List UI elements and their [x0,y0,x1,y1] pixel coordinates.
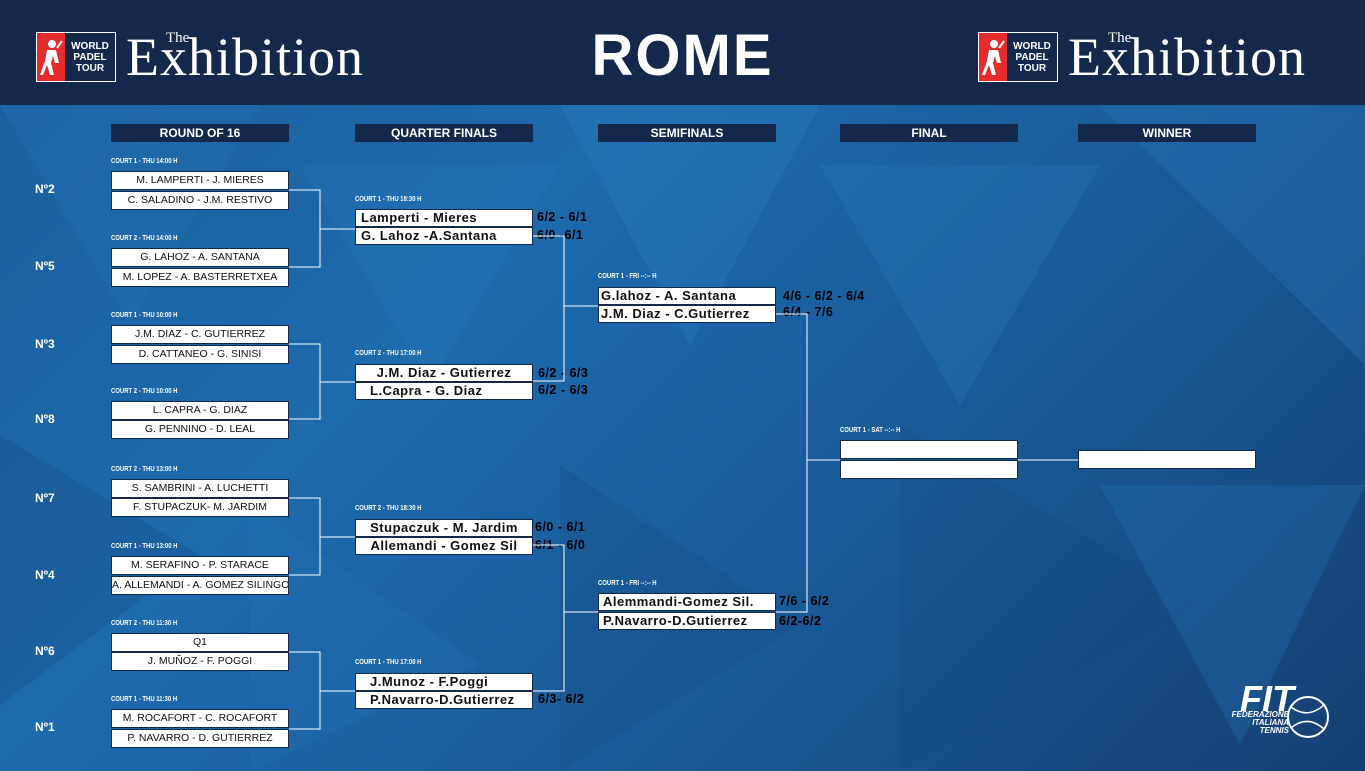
sf-score: 4/6 - 6/2 - 6/4 [783,289,865,303]
seed-label: Nº3 [35,337,55,351]
world-padel-tour-badge: WORLD PADEL TOUR [36,32,116,82]
r16-team-slot: S. SAMBRINI - A. LUCHETTI [111,479,289,498]
qf-score: 6/0 - 6/1 [535,520,586,534]
match-court-label: COURT 1 - THU 11:30 H [111,696,178,703]
city-title: ROME [591,23,774,88]
seed-label: Nº7 [35,491,55,505]
sf-score: 7/6 - 6/2 [779,594,830,608]
sf-team-slot: P.Navarro-D.Gutierrez [598,612,776,630]
match-court-label: COURT 1 - FRI --:-- H [598,580,657,587]
final-team-slot [840,460,1018,479]
exhibition-wordmark: The Exhibition [1068,28,1306,86]
sf-score: 6/2-6/2 [779,614,822,628]
match-court-label: COURT 2 - THU 18:30 H [355,505,422,512]
qf-score: 6/3- 6/2 [538,692,585,706]
qf-score: 6/1 - 6/0 [535,538,586,552]
player-silhouette-icon [37,33,65,81]
badge-line: TOUR [1017,62,1047,74]
match-court-label: COURT 1 - FRI --:-- H [598,273,657,280]
r16-team-slot: A. ALLEMANDI - A. GOMEZ SILINGO [111,576,289,595]
exhibition-wordmark: The Exhibition [126,28,364,86]
sf-team-slot: Alemmandi-Gomez Sil. [598,593,776,611]
tennis-ball-icon [1287,696,1329,738]
wordmark-the: The [166,30,190,46]
match-court-label: COURT 2 - THU 13:00 H [111,466,178,473]
column-header-quarter-finals: QUARTER FINALS [355,124,533,142]
match-court-label: COURT 1 - THU 18:30 H [355,196,422,203]
seed-label: Nº6 [35,644,55,658]
player-silhouette-icon [979,33,1007,81]
r16-team-slot: C. SALADINO - J.M. RESTIVO [111,191,289,210]
seed-label: Nº8 [35,412,55,426]
fit-line: FEDERAZIONE [1231,710,1289,719]
column-header-round-of-16: ROUND OF 16 [111,124,289,142]
match-court-label: COURT 2 - THU 11:30 H [111,620,178,627]
match-court-label: COURT 2 - THU 14:00 H [111,235,178,242]
match-court-label: COURT 1 - THU 17:00 H [355,659,422,666]
r16-team-slot: L. CAPRA - G. DIAZ [111,401,289,420]
column-header-final: FINAL [840,124,1018,142]
match-court-label: COURT 1 - SAT --:-- H [840,427,901,434]
seed-label: Nº5 [35,259,55,273]
qf-score: 6/2 - 6/1 [537,210,588,224]
wordmark-exhibition: Exhibition [126,27,364,87]
header-bar: WORLD PADEL TOUR The Exhibition ROME WOR… [0,0,1365,105]
qf-team-slot: L.Capra - G. Diaz [355,382,533,400]
fit-abbr: FIT [1240,678,1294,719]
winner-slot [1078,450,1256,469]
r16-team-slot: F. STUPACZUK- M. JARDIM [111,498,289,517]
column-header-semifinals: SEMIFINALS [598,124,776,142]
r16-team-slot: M. SERAFINO - P. STARACE [111,556,289,575]
qf-score: 6/2 - 6/3 [538,366,589,380]
r16-team-slot: G. LAHOZ - A. SANTANA [111,248,289,267]
badge-line: PADEL [1015,51,1049,63]
logo-right: WORLD PADEL TOUR The Exhibition [978,28,1306,86]
qf-team-slot: Allemandi - Gomez Sil [355,537,533,555]
r16-team-slot: G. PENNINO - D. LEAL [111,420,289,439]
sf-team-slot: J.M. Diaz - C.Gutierrez [598,305,776,323]
qf-team-slot: G. Lahoz -A.Santana [355,227,533,245]
match-court-label: COURT 2 - THU 17:00 H [355,350,422,357]
seed-label: Nº2 [35,182,55,196]
world-padel-tour-badge: WORLD PADEL TOUR [978,32,1058,82]
r16-team-slot: P. NAVARRO - D. GUTIERREZ [111,729,289,748]
fit-logo: FIT FEDERAZIONE ITALIANA TENNIS [1205,678,1345,748]
qf-score: 6/0 -6/1 [537,228,584,242]
qf-team-slot: J.Munoz - F.Poggi [355,673,533,691]
column-header-winner: WINNER [1078,124,1256,142]
qf-team-slot: Lamperti - Mieres [355,209,533,227]
match-court-label: COURT 1 - THU 13:00 H [111,543,178,550]
match-court-label: COURT 1 - THU 10:00 H [111,312,178,319]
fit-line: TENNIS [1259,726,1289,735]
qf-score: 6/2 - 6/3 [538,383,589,397]
badge-line: WORLD [1013,40,1051,52]
sf-score: 6/4 - 7/6 [783,305,834,319]
r16-team-slot: J.M. DIAZ - C. GUTIERREZ [111,325,289,344]
r16-team-slot: D. CATTANEO - G. SINISI [111,345,289,364]
badge-line: TOUR [75,62,105,74]
r16-team-slot: J. MUÑOZ - F. POGGI [111,652,289,671]
seed-label: Nº1 [35,720,55,734]
match-court-label: COURT 1 - THU 14:00 H [111,158,178,165]
r16-team-slot: M. ROCAFORT - C. ROCAFORT [111,709,289,728]
qf-team-slot: Stupaczuk - M. Jardim [355,519,533,537]
final-team-slot [840,440,1018,459]
r16-team-slot: M. LOPEZ - A. BASTERRETXEA [111,268,289,287]
seed-label: Nº4 [35,568,55,582]
wordmark-exhibition: Exhibition [1068,27,1306,87]
badge-line: WORLD [71,40,109,52]
r16-team-slot: M. LAMPERTI - J. MIERES [111,171,289,190]
sf-team-slot: G.lahoz - A. Santana [598,287,776,305]
badge-line: PADEL [73,51,107,63]
logo-left: WORLD PADEL TOUR The Exhibition [36,28,364,86]
wordmark-the: The [1108,30,1132,46]
qf-team-slot: P.Navarro-D.Gutierrez [355,691,533,709]
match-court-label: COURT 2 - THU 10:00 H [111,388,178,395]
fit-line: ITALIANA [1252,718,1289,727]
qf-team-slot: J.M. Diaz - Gutierrez [355,364,533,382]
r16-team-slot: Q1 [111,633,289,652]
